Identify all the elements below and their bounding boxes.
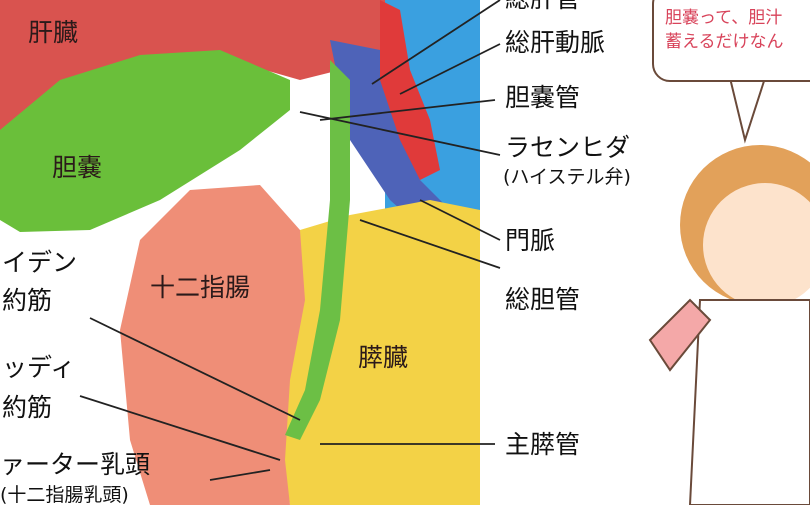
gallbladder-shape — [0, 50, 290, 232]
leader-common-hepatic-artery — [399, 43, 501, 95]
label-vater-papilla: ァーター乳頭 — [0, 450, 151, 479]
label-common-hepatic-duct: 総肝管 — [505, 0, 580, 11]
label-duodenum: 十二指腸 — [150, 273, 251, 302]
bile-duct-shape — [285, 60, 350, 440]
label-boyden-1: イデン — [2, 248, 78, 277]
leader-spiral-valve — [299, 111, 501, 156]
speech-bubble-text: 胆嚢って、胆汁 蓄えるだけなん — [665, 6, 784, 54]
label-common-hepatic-artery: 総肝動脈 — [505, 28, 606, 57]
label-oddi-2: 約筋 — [2, 393, 53, 422]
girl-face — [703, 183, 810, 307]
speech-line-2: 蓄えるだけなん — [665, 32, 784, 52]
leader-lines — [79, 0, 501, 481]
label-pancreas: 膵臓 — [358, 343, 409, 372]
label-gallbladder: 胆嚢 — [52, 153, 103, 182]
girl-dress — [688, 299, 810, 505]
duodenum-shape — [120, 185, 305, 505]
leader-boyden — [89, 317, 301, 421]
label-main-pancreatic-duct: 主膵管 — [505, 430, 581, 459]
label-liver: 肝臓 — [28, 18, 79, 47]
leader-oddi — [79, 395, 281, 461]
leader-common-bile-duct — [359, 219, 501, 269]
label-boyden-2: 約筋 — [2, 286, 53, 315]
label-spiral-valve-alt: (ハイステル弁) — [503, 166, 631, 188]
label-common-bile-duct: 総胆管 — [505, 285, 581, 314]
label-portal-vein: 門脈 — [505, 226, 556, 255]
label-vater-papilla-alt: (十二指腸乳頭) — [0, 484, 129, 505]
label-cystic-duct: 胆嚢管 — [505, 83, 581, 112]
girl-sleeve — [648, 298, 712, 372]
label-oddi-1: ッディ — [2, 353, 76, 382]
girl-character — [648, 77, 810, 505]
bubble-tail — [728, 77, 767, 144]
leader-common-hepatic-duct — [371, 0, 501, 85]
label-spiral-valve: ラセンヒダ — [505, 133, 631, 162]
leader-portal-vein — [419, 199, 501, 241]
speech-bubble — [652, 0, 810, 82]
leader-cystic-duct — [319, 99, 496, 121]
speech-line-1: 胆嚢って、胆汁 — [665, 8, 783, 28]
portal-vein-shape — [330, 40, 470, 245]
liver-shape — [0, 0, 470, 140]
leader-vater — [209, 469, 271, 481]
